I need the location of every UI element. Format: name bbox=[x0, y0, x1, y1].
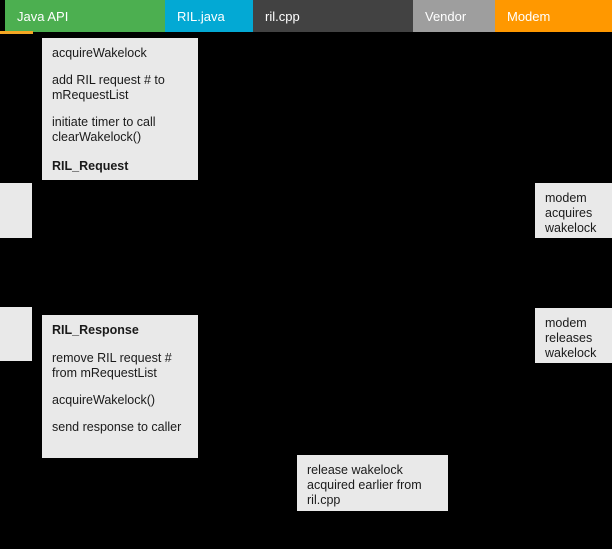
note-release-wakelock[interactable]: release wakelock acquired earlier from r… bbox=[297, 455, 448, 511]
note-stub-left-upper[interactable] bbox=[0, 183, 32, 238]
note-ril-request-line1: acquireWakelock bbox=[52, 46, 147, 60]
note-release-wakelock-text: release wakelock acquired earlier from r… bbox=[307, 463, 422, 507]
note-modem-releases-wakelock[interactable]: modem releases wakelock bbox=[535, 308, 612, 363]
lane-label-modem: Modem bbox=[507, 8, 551, 24]
note-modem-acquires-text: modem acquires wakelock bbox=[545, 191, 597, 235]
lane-tab-ril-java[interactable]: RIL.java bbox=[165, 0, 253, 32]
note-ril-response-line2: acquireWakelock() bbox=[52, 393, 156, 407]
lane-tab-modem[interactable]: Modem bbox=[495, 0, 612, 32]
note-ril-request[interactable]: acquireWakelock add RIL request # to mRe… bbox=[42, 38, 198, 180]
note-modem-acquires-wakelock[interactable]: modem acquires wakelock bbox=[535, 183, 612, 238]
lane-label-ril-java: RIL.java bbox=[177, 8, 225, 24]
lane-tab-ril-cpp[interactable]: ril.cpp bbox=[253, 0, 413, 32]
note-ril-response[interactable]: RIL_Response remove RIL request # from m… bbox=[42, 315, 198, 458]
note-stub-left-lower[interactable] bbox=[0, 307, 32, 361]
lane-label-vendor: Vendor bbox=[425, 8, 467, 24]
lane-label-ril-cpp: ril.cpp bbox=[265, 8, 300, 24]
note-ril-response-line1: remove RIL request # from mRequestList bbox=[52, 351, 172, 380]
note-modem-releases-text: modem releases wakelock bbox=[545, 316, 597, 360]
lane-tab-vendor[interactable]: Vendor bbox=[413, 0, 495, 32]
note-ril-request-line3: initiate timer to call clearWakelock() bbox=[52, 115, 156, 144]
lane-label-java-api: Java API bbox=[17, 8, 69, 24]
lane-header-bar: Java API RIL.java ril.cpp Vendor Modem bbox=[0, 0, 612, 34]
lane-accent-underline bbox=[0, 31, 33, 34]
note-ril-request-title: RIL_Request bbox=[52, 159, 129, 173]
note-ril-request-line2: add RIL request # to mRequestList bbox=[52, 73, 165, 102]
lane-tab-java-api[interactable]: Java API bbox=[5, 0, 165, 32]
note-ril-response-line3: send response to caller bbox=[52, 420, 182, 434]
note-ril-response-title: RIL_Response bbox=[52, 323, 139, 337]
